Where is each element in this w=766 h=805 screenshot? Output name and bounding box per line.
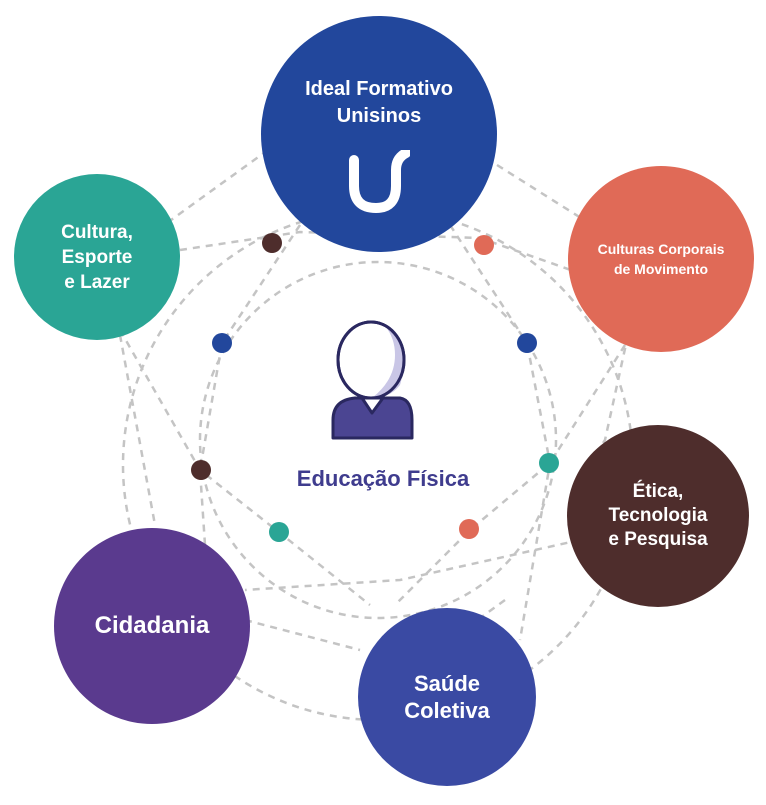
connector-dot — [459, 519, 479, 539]
node-cultura-esporte-lazer: Cultura, Esporte e Lazer — [14, 174, 180, 340]
inner-ring — [198, 260, 558, 620]
connector-dots — [191, 233, 559, 542]
node-cultura-esporte-lazer-label: Cultura, Esporte e Lazer — [61, 221, 133, 293]
connector-line — [198, 224, 302, 546]
person-icon — [331, 320, 414, 440]
node-etica-tecnologia-pesquisa: Ética, Tecnologia e Pesquisa — [567, 425, 749, 607]
unisinos-logo-icon — [349, 150, 410, 214]
connector-dot — [474, 235, 494, 255]
connector-dot — [262, 233, 282, 253]
connector-line — [244, 618, 361, 652]
node-saude-coletiva-label: Saúde Coletiva — [404, 671, 490, 723]
node-culturas-corporais-label: Culturas Corporais de Movimento — [597, 241, 725, 277]
connector-line — [118, 329, 371, 606]
node-saude-coletiva: Saúde Coletiva — [358, 608, 536, 786]
center-label: Educação Física — [296, 466, 470, 491]
connector-dot — [191, 460, 211, 480]
node-etica-tecnologia-pesquisa-label: Ética, Tecnologia e Pesquisa — [608, 481, 708, 550]
connector-line — [244, 538, 581, 592]
node-cidadania-label: Cidadania — [94, 612, 210, 639]
connector-line — [448, 224, 552, 641]
connector-line — [394, 344, 627, 606]
node-ideal-formativo-label: Ideal Formativo Unisinos — [305, 78, 453, 127]
connector-dot — [269, 522, 289, 542]
connector-line — [118, 334, 157, 526]
connector-dot — [539, 453, 559, 473]
connector-dot — [517, 333, 537, 353]
node-ideal-formativo: Ideal Formativo Unisinos — [261, 16, 497, 252]
node-cidadania: Cidadania — [54, 528, 250, 724]
connector-dot — [212, 333, 232, 353]
node-culturas-corporais: Culturas Corporais de Movimento — [568, 166, 754, 352]
